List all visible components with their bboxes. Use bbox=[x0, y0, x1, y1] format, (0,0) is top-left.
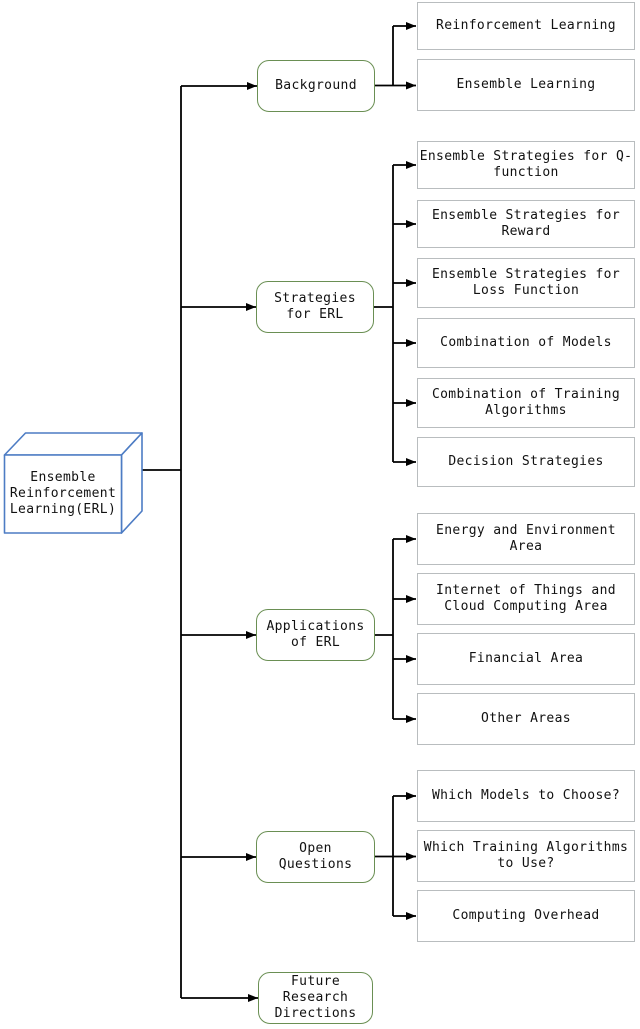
root-cube-shape bbox=[3, 432, 143, 534]
branch-node-applications: Applications of ERL bbox=[256, 609, 375, 661]
root-cube-front-face bbox=[3, 454, 123, 534]
branch-node-background: Background bbox=[257, 60, 375, 112]
root-cube-top-face bbox=[3, 432, 143, 456]
leaf-node-other-areas: Other Areas bbox=[417, 693, 635, 745]
leaf-node-ensemble-strategies-reward: Ensemble Strategies for Reward bbox=[417, 200, 635, 248]
leaf-node-energy-environment-area: Energy and Environment Area bbox=[417, 513, 635, 565]
leaf-node-which-models-to-choose: Which Models to Choose? bbox=[417, 770, 635, 822]
leaf-node-computing-overhead: Computing Overhead bbox=[417, 890, 635, 942]
branch-node-strategies: Strategies for ERL bbox=[256, 281, 374, 333]
branch-node-future-directions: Future Research Directions bbox=[258, 972, 373, 1024]
leaf-node-ensemble-strategies-q-function: Ensemble Strategies for Q- function bbox=[417, 141, 635, 189]
branch-node-open-questions: Open Questions bbox=[256, 831, 375, 883]
leaf-node-combination-of-models: Combination of Models bbox=[417, 318, 635, 368]
leaf-node-which-training-algorithms: Which Training Algorithms to Use? bbox=[417, 830, 635, 882]
leaf-node-combination-of-training-algorithms: Combination of Training Algorithms bbox=[417, 378, 635, 428]
leaf-node-financial-area: Financial Area bbox=[417, 633, 635, 685]
connector-group bbox=[142, 22, 416, 1002]
leaf-node-ensemble-strategies-loss-function: Ensemble Strategies for Loss Function bbox=[417, 258, 635, 308]
leaf-node-ensemble-learning: Ensemble Learning bbox=[417, 59, 635, 111]
leaf-node-reinforcement-learning: Reinforcement Learning bbox=[417, 2, 635, 50]
leaf-node-decision-strategies: Decision Strategies bbox=[417, 437, 635, 487]
root-node-label: Ensemble Reinforcement Learning(ERL) bbox=[9, 470, 117, 517]
leaf-node-iot-cloud-computing-area: Internet of Things and Cloud Computing A… bbox=[417, 573, 635, 625]
